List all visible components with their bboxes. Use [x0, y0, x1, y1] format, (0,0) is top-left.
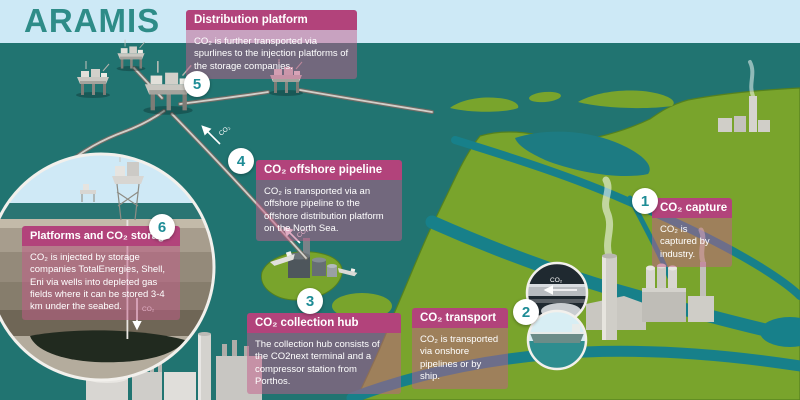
industry-far — [718, 60, 770, 132]
chimney — [749, 96, 757, 132]
estuary — [515, 131, 650, 177]
smoke-plume — [602, 176, 614, 260]
step-badge-5: 5 — [184, 71, 210, 97]
callout-offshore-pipeline: CO₂ offshore pipeline CO₂ is transported… — [256, 160, 402, 242]
callout-platforms-storage: Platforms and CO₂ storage CO₂ is injecte… — [22, 226, 180, 320]
step-badge-4: 4 — [228, 148, 254, 174]
depleted-gas-field — [30, 330, 185, 363]
callout-title: CO₂ collection hub — [247, 313, 401, 333]
callout-title: Platforms and CO₂ storage — [22, 226, 180, 246]
inset-injection-platform — [112, 156, 144, 221]
callout-body: CO₂ is transported via onshore pipelines… — [412, 328, 508, 390]
industry-complex — [586, 176, 714, 340]
callout-title: CO₂ transport — [412, 308, 508, 328]
inset-small-platform — [80, 184, 96, 202]
step-badge-6: 6 — [149, 214, 175, 240]
tanker-bridge — [572, 324, 580, 332]
collection-hub-island — [260, 238, 392, 319]
callout-co2-capture: CO₂ capture CO₂ is captured by industry. — [652, 198, 732, 268]
callout-title: CO₂ capture — [652, 198, 732, 218]
callout-body: The collection hub consists of the CO2ne… — [247, 333, 401, 395]
callout-body: CO₂ is injected by storage companies Tot… — [22, 246, 180, 320]
wadden-island — [529, 91, 561, 103]
callout-body: CO₂ is transported via an offshore pipel… — [256, 180, 402, 242]
chimney — [198, 334, 211, 400]
step-badge-3: 3 — [297, 288, 323, 314]
callout-body: CO₂ is captured by industry. — [652, 218, 732, 268]
step-badge-1: 1 — [632, 188, 658, 214]
callout-distribution-platform: Distribution platform CO₂ is further tra… — [186, 10, 357, 80]
sky — [0, 0, 800, 43]
ship — [270, 251, 295, 266]
co2-flow-label: CO₂ — [550, 277, 563, 284]
wadden-island — [578, 90, 674, 109]
callout-collection-hub: CO₂ collection hub The collection hub co… — [247, 313, 401, 395]
ship — [338, 268, 358, 277]
tanker-hull — [530, 333, 584, 343]
aramis-logo: ARAMIS — [24, 2, 161, 39]
wadden-island — [450, 97, 519, 112]
callout-title: CO₂ offshore pipeline — [256, 160, 402, 180]
smoke-plume — [748, 60, 755, 98]
step-badge-2: 2 — [513, 299, 539, 325]
callout-co2-transport: CO₂ transport CO₂ is transported via ons… — [412, 308, 508, 390]
inset-sea — [0, 203, 214, 219]
storage-tanks — [288, 238, 337, 278]
callout-body: CO₂ is further transported via spurlines… — [186, 30, 357, 80]
callout-title: Distribution platform — [186, 10, 357, 30]
